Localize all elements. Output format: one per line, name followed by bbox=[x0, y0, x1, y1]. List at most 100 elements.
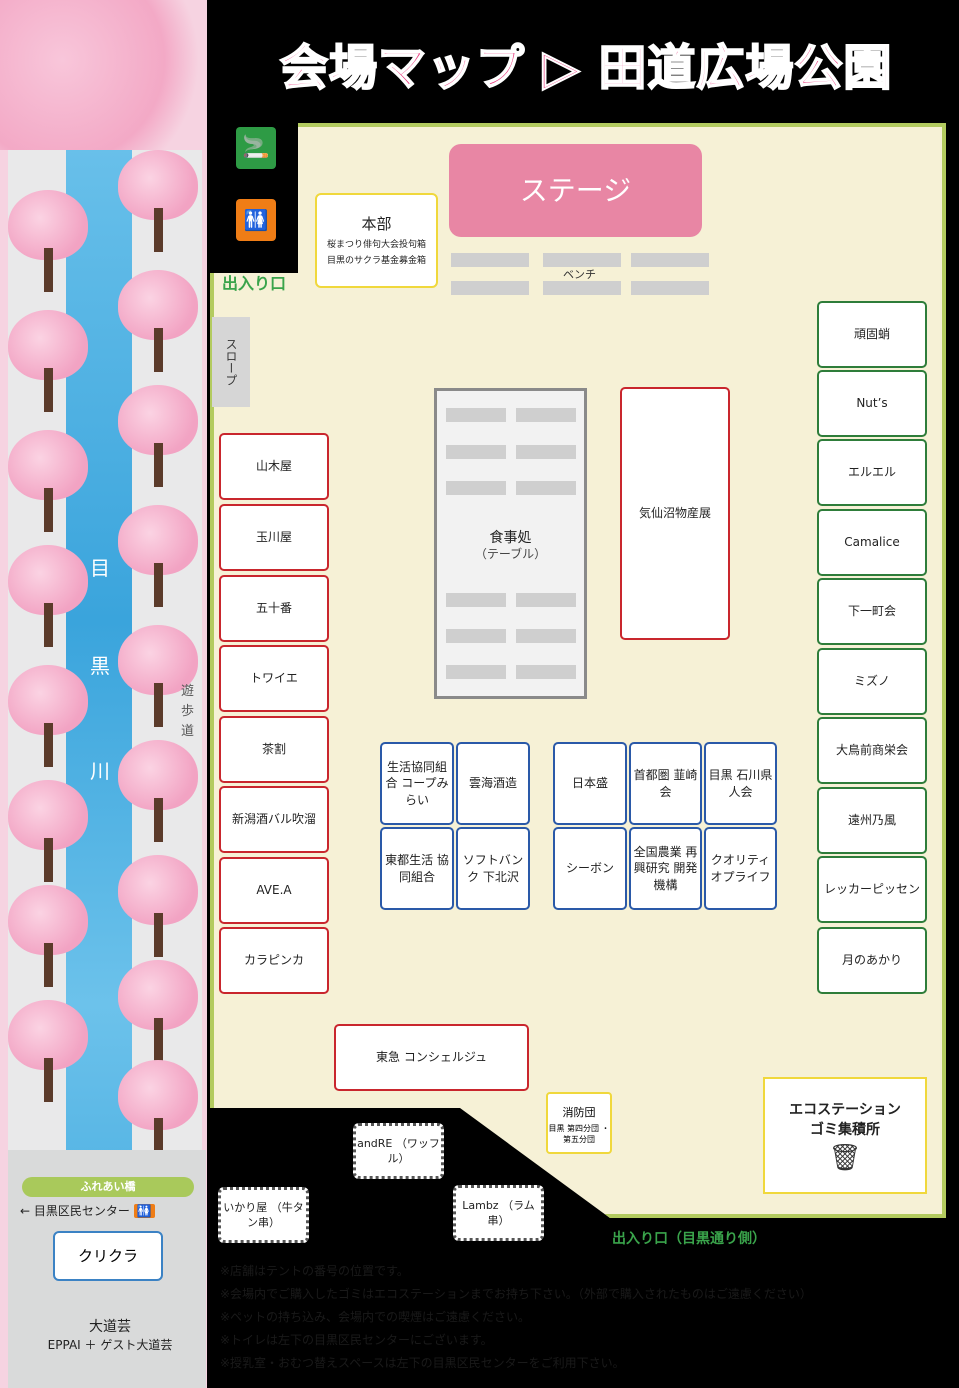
cherry-tree-icon bbox=[118, 150, 198, 255]
smoking-area-icon: 🚬 bbox=[236, 127, 276, 169]
cherry-tree-icon bbox=[8, 665, 88, 770]
booth-right[interactable]: Nut’s bbox=[817, 370, 927, 437]
booth-kesennuma[interactable]: 気仙沼物産展 bbox=[620, 387, 730, 640]
booth-center[interactable]: 全国農業 再興研究 開発機構 bbox=[629, 827, 702, 910]
cherry-tree-icon bbox=[118, 270, 198, 375]
headquarters-line: 桜まつり俳句大会投句箱 bbox=[326, 240, 426, 250]
booth-right[interactable]: エルエル bbox=[817, 439, 927, 506]
cherry-tree-icon bbox=[8, 430, 88, 535]
community-center-link: ← 目黒区民センター 🚻 bbox=[20, 1202, 200, 1219]
outside-booth[interactable]: いかり屋 （牛タン串） bbox=[218, 1187, 309, 1243]
booth-right[interactable]: 月のあかり bbox=[817, 927, 927, 994]
table bbox=[516, 629, 576, 643]
booth-left[interactable]: 五十番 bbox=[219, 575, 329, 642]
booth-center[interactable]: 生活協同組合 コープみらい bbox=[380, 742, 454, 825]
cherry-tree-icon bbox=[8, 310, 88, 415]
dining-area[interactable] bbox=[434, 388, 587, 699]
slope: スロープ bbox=[212, 317, 250, 407]
cherry-tree-icon bbox=[118, 855, 198, 960]
booth-center[interactable]: ソフトバンク 下北沢 bbox=[456, 827, 530, 910]
street-performance-sub: EPPAI ＋ ゲスト大道芸 bbox=[47, 1338, 173, 1352]
cherry-tree-icon bbox=[118, 1060, 198, 1165]
bench-label: ベンチ bbox=[563, 268, 596, 281]
cherry-tree-icon bbox=[118, 625, 198, 730]
trash-icon: 🗑 bbox=[828, 1143, 862, 1173]
eco-station-title: エコステーション bbox=[789, 1102, 901, 1118]
booth-center[interactable]: クオリティ オプライフ bbox=[704, 827, 777, 910]
cherry-tree-icon bbox=[8, 780, 88, 885]
booth-right[interactable]: 大鳥前商栄会 bbox=[817, 717, 927, 784]
table bbox=[516, 665, 576, 679]
booth-kurikura[interactable]: クリクラ bbox=[53, 1231, 163, 1281]
river-label: 川 bbox=[90, 759, 110, 783]
toilet-icon: 🚻 bbox=[133, 1204, 155, 1218]
booth-right[interactable]: 下一町会 bbox=[817, 578, 927, 645]
blossom-canopy bbox=[0, 0, 207, 150]
bench bbox=[631, 253, 709, 267]
toilet-icon: 🚻 bbox=[236, 199, 276, 241]
river-label: 黒 bbox=[90, 654, 110, 678]
booth-center[interactable]: 東都生活 協同組合 bbox=[380, 827, 454, 910]
walkway-label: 道 bbox=[181, 724, 195, 739]
booth-right[interactable]: Camalice bbox=[817, 509, 927, 576]
headquarters-title: 本部 bbox=[361, 215, 392, 233]
table bbox=[446, 445, 506, 459]
headquarters-line: 目黒のサクラ基金募金箱 bbox=[326, 256, 426, 266]
bench bbox=[543, 281, 621, 295]
outside-booth[interactable]: Lambz （ラム串） bbox=[453, 1185, 544, 1241]
booth-left[interactable]: カラピンカ bbox=[219, 927, 329, 994]
eco-station[interactable]: エコステーション ゴミ集積所 🗑 bbox=[763, 1077, 927, 1194]
table bbox=[446, 408, 506, 422]
table bbox=[516, 593, 576, 607]
headquarters[interactable]: 本部 桜まつり俳句大会投句箱 目黒のサクラ基金募金箱 bbox=[315, 193, 438, 288]
fire-brigade-sub: 目黒 第四分団 ・第五分団 bbox=[548, 1124, 610, 1144]
booth-right[interactable]: ミズノ bbox=[817, 648, 927, 715]
entrance-left: 出入り口 bbox=[222, 274, 287, 293]
booth-center[interactable]: 雲海酒造 bbox=[456, 742, 530, 825]
booth-center[interactable]: 首都圏 韮崎会 bbox=[629, 742, 702, 825]
fire-brigade-title: 消防団 bbox=[562, 1106, 596, 1119]
stage[interactable]: ステージ bbox=[449, 144, 702, 237]
cherry-tree-icon bbox=[118, 385, 198, 490]
cherry-tree-icon bbox=[8, 1000, 88, 1105]
note-line: ※トイレは左下の目黒区民センターにございます。 bbox=[220, 1333, 493, 1347]
dining-area-title: 食事処 bbox=[489, 530, 532, 546]
note-line: ※ペットの持ち込み、会場内での喫煙はご遠慮ください。 bbox=[220, 1310, 531, 1324]
walkway-label: 歩 bbox=[181, 704, 195, 719]
note-line: ※授乳室・おむつ替えスペースは左下の目黒区民センターをご利用下さい。 bbox=[220, 1356, 625, 1370]
booth-right[interactable]: 頑固蛸 bbox=[817, 301, 927, 368]
dining-area-sub: （テーブル） bbox=[474, 547, 547, 561]
cherry-tree-icon bbox=[118, 505, 198, 610]
booth-left[interactable]: 新潟酒バル吹溜 bbox=[219, 786, 329, 853]
bench bbox=[451, 281, 529, 295]
note-line: ※会場内でご購入したゴミはエコステーションまでお持ち下さい。（外部で購入されたも… bbox=[220, 1287, 812, 1301]
community-center-label: ← 目黒区民センター bbox=[20, 1204, 130, 1218]
page-title: 会場マップ ▷ 田道広場公園 bbox=[279, 39, 893, 97]
booth-right[interactable]: レッカーピッセン bbox=[817, 856, 927, 923]
cherry-tree-icon bbox=[8, 545, 88, 650]
table bbox=[446, 665, 506, 679]
booth-left[interactable]: 茶割 bbox=[219, 716, 329, 783]
booth-center[interactable]: 日本盛 bbox=[553, 742, 627, 825]
booth-left[interactable]: AVE.A bbox=[219, 857, 329, 924]
booth-tokyu[interactable]: 東急 コンシェルジュ bbox=[334, 1024, 529, 1091]
outside-booth[interactable]: andRE （ワッフル） bbox=[353, 1123, 444, 1179]
table bbox=[446, 629, 506, 643]
cherry-tree-icon bbox=[8, 190, 88, 295]
bench bbox=[631, 281, 709, 295]
bridge-sign: ふれあい橋 bbox=[22, 1177, 194, 1197]
booth-left[interactable]: トワイエ bbox=[219, 645, 329, 712]
bench bbox=[451, 253, 529, 267]
river-label: 目 bbox=[90, 556, 110, 580]
cherry-tree-icon bbox=[118, 740, 198, 845]
booth-center[interactable]: シーボン bbox=[553, 827, 627, 910]
fire-brigade[interactable]: 消防団 目黒 第四分団 ・第五分団 bbox=[546, 1092, 612, 1154]
entrance-bottom: 出入り口（目黒通り側） bbox=[612, 1231, 766, 1247]
booth-center[interactable]: 目黒 石川県人会 bbox=[704, 742, 777, 825]
table bbox=[516, 408, 576, 422]
booth-left[interactable]: 山木屋 bbox=[219, 433, 329, 500]
table bbox=[446, 593, 506, 607]
table bbox=[516, 445, 576, 459]
booth-right[interactable]: 遠州乃風 bbox=[817, 787, 927, 854]
booth-left[interactable]: 玉川屋 bbox=[219, 504, 329, 571]
